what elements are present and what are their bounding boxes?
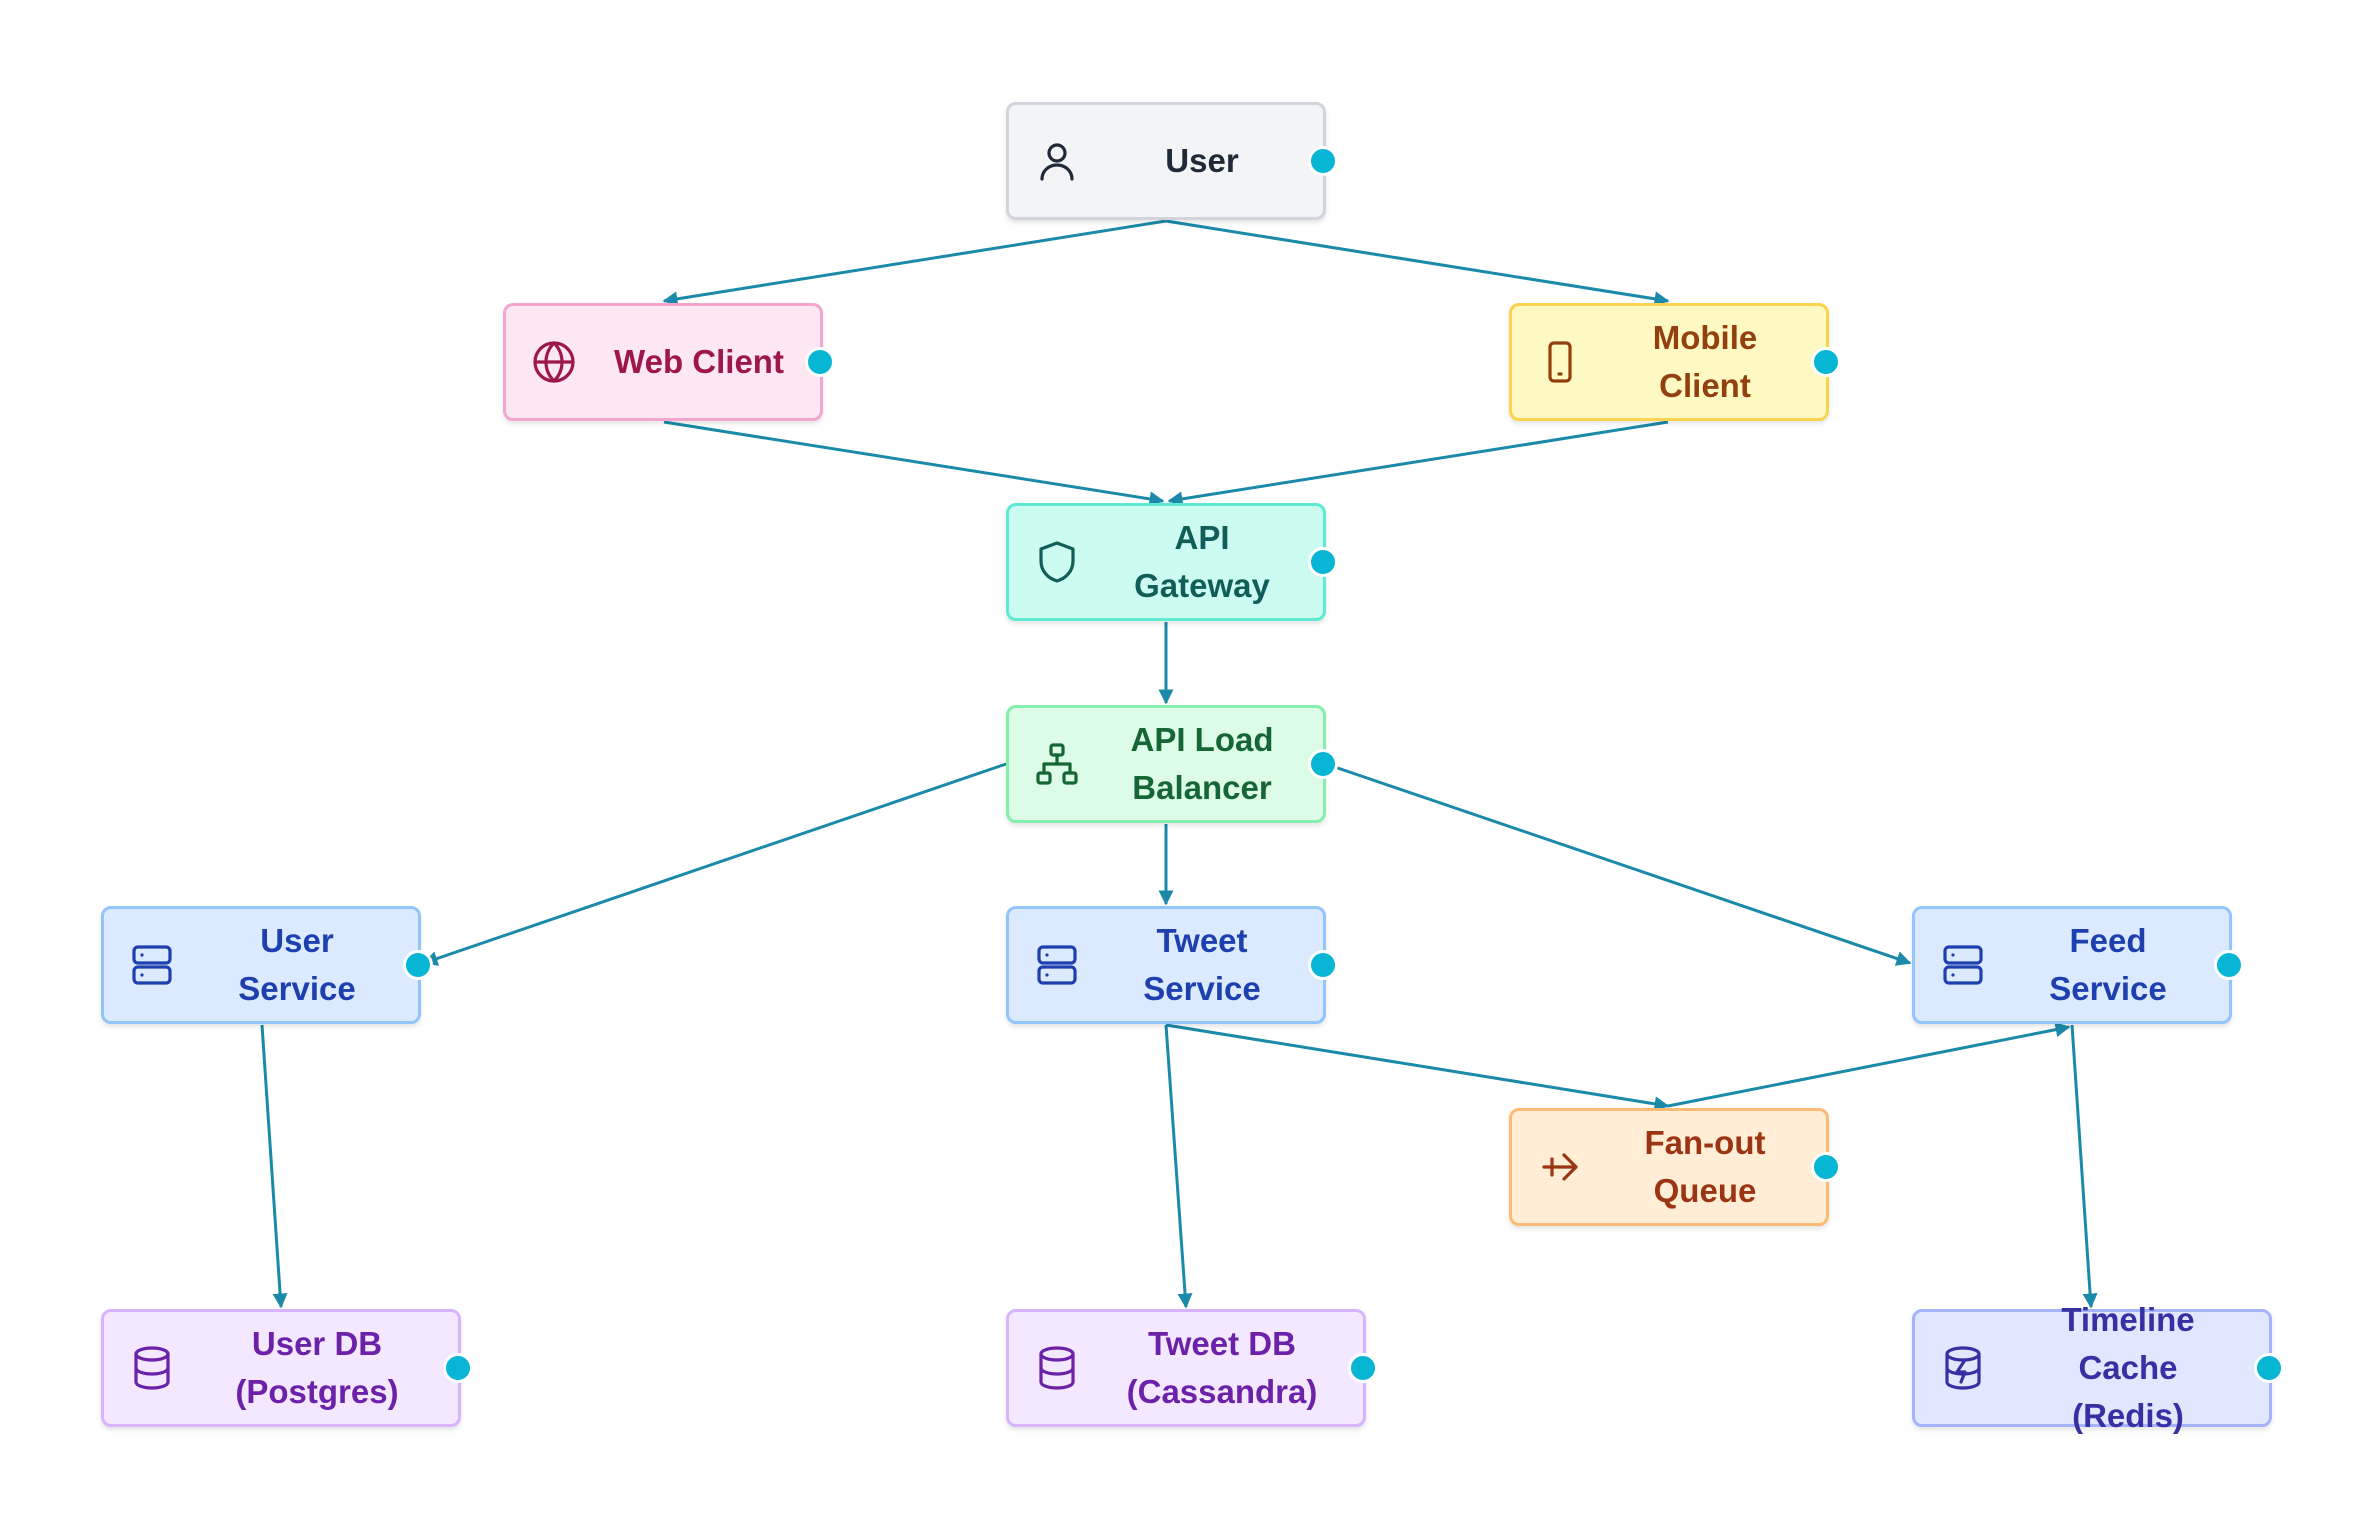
- cache-database-icon: [1939, 1344, 1987, 1392]
- server-icon: [1033, 941, 1081, 989]
- shield-icon: [1033, 538, 1081, 586]
- edge-api-load-balancer-to-feed-service: [1325, 762, 1912, 966]
- database-icon: [1033, 1344, 1081, 1392]
- node-label: User: [1105, 137, 1299, 185]
- node-label: Timeline Cache (Redis): [2011, 1296, 2245, 1440]
- connection-handle[interactable]: [1348, 1353, 1378, 1383]
- node-label-line: Client: [1659, 367, 1751, 404]
- node-user-db[interactable]: User DB (Postgres): [101, 1309, 473, 1427]
- connection-handle[interactable]: [1308, 950, 1338, 980]
- network-icon: [1033, 740, 1081, 788]
- connection-handle[interactable]: [2214, 950, 2244, 980]
- connection-handle[interactable]: [443, 1353, 473, 1383]
- connection-handle[interactable]: [2254, 1353, 2284, 1383]
- node-label-line: User: [260, 922, 334, 959]
- node-label-line: Timeline Cache: [2061, 1301, 2195, 1386]
- node-label-line: Balancer: [1132, 769, 1272, 806]
- node-label-line: Service: [238, 970, 356, 1007]
- node-label: API Gateway: [1105, 514, 1299, 610]
- node-label-line: Mobile: [1652, 319, 1758, 356]
- node-label: Tweet DB (Cassandra): [1105, 1320, 1339, 1416]
- node-label-line: (Redis): [2072, 1397, 2184, 1434]
- node-label: Web Client: [602, 338, 796, 386]
- edge-user-service-to-user-db: [260, 1024, 288, 1309]
- node-timeline-cache[interactable]: Timeline Cache (Redis): [1912, 1301, 2284, 1434]
- node-label-line: User: [1165, 142, 1239, 179]
- node-label-line: User DB: [251, 1325, 383, 1362]
- node-label-line: API Load: [1130, 721, 1274, 758]
- connection-handle[interactable]: [403, 950, 433, 980]
- node-label-line: Service: [1143, 970, 1261, 1007]
- edge-fan-out-queue-to-feed-service: [1667, 1022, 2071, 1108]
- connection-handle[interactable]: [1308, 749, 1338, 779]
- connection-handle[interactable]: [1308, 146, 1338, 176]
- smartphone-icon: [1536, 338, 1584, 386]
- queue-arrow-icon: [1536, 1143, 1584, 1191]
- node-label-line: (Postgres): [235, 1373, 399, 1410]
- edge-mobile-client-to-api-gateway: [1167, 420, 1669, 507]
- connection-handle[interactable]: [1308, 547, 1338, 577]
- node-label-line: (Cassandra): [1126, 1373, 1318, 1410]
- edge-tweet-service-to-fan-out-queue: [1165, 1023, 1670, 1112]
- node-user[interactable]: User: [1006, 102, 1338, 220]
- node-label: User DB (Postgres): [200, 1320, 434, 1416]
- node-label-line: Service: [2049, 970, 2167, 1007]
- database-icon: [128, 1344, 176, 1392]
- node-tweet-db[interactable]: Tweet DB (Cassandra): [1006, 1309, 1378, 1427]
- node-label-line: Fan-out: [1644, 1124, 1766, 1161]
- connection-handle[interactable]: [1811, 1152, 1841, 1182]
- edge-web-client-to-api-gateway: [663, 420, 1165, 507]
- node-label-line: Web Client: [614, 343, 784, 380]
- edge-tweet-service-to-tweet-db: [1164, 1024, 1193, 1309]
- node-label-line: Tweet DB: [1148, 1325, 1296, 1362]
- server-icon: [128, 941, 176, 989]
- node-label-line: Queue: [1653, 1172, 1757, 1209]
- connection-handle[interactable]: [1811, 347, 1841, 377]
- edge-user-to-mobile-client: [1165, 219, 1670, 307]
- connection-handle[interactable]: [805, 347, 835, 377]
- edge-user-to-web-client: [662, 219, 1167, 307]
- edge-api-load-balancer-to-user-service: [422, 762, 1007, 966]
- node-web-client[interactable]: Web Client: [503, 303, 835, 421]
- server-icon: [1939, 941, 1987, 989]
- node-label-line: API Gateway: [1134, 519, 1270, 604]
- node-label-line: Tweet: [1156, 922, 1248, 959]
- edge-feed-service-to-timeline-cache: [2070, 1024, 2098, 1309]
- globe-icon: [530, 338, 578, 386]
- person-icon: [1033, 137, 1081, 185]
- node-label-line: Feed: [2069, 922, 2147, 959]
- node-api-gateway[interactable]: API Gateway: [1006, 503, 1338, 621]
